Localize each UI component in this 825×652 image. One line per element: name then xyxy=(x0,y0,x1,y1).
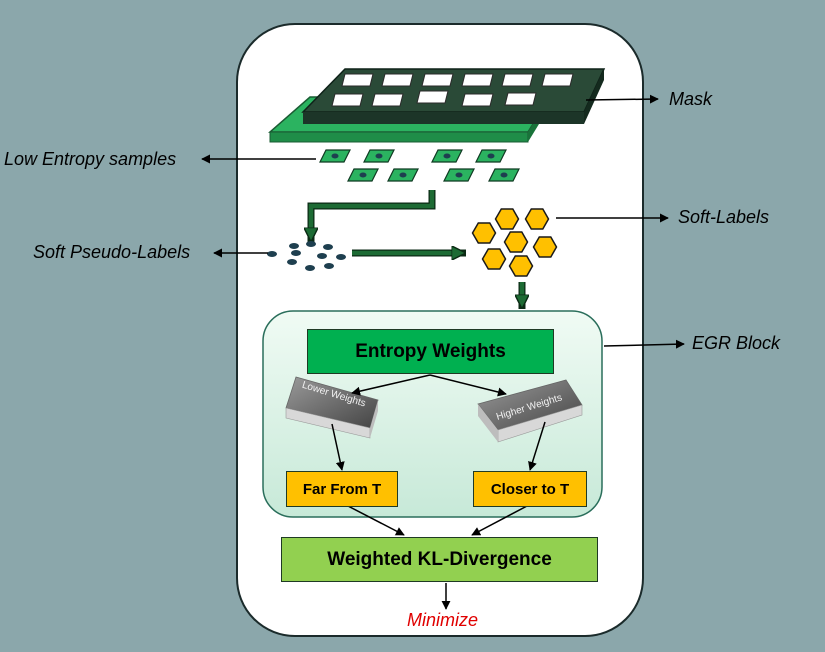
egr-block-label: EGR Block xyxy=(692,333,781,353)
soft-label-hexagons xyxy=(471,208,558,277)
mask-square-icon xyxy=(421,73,454,87)
hexagon-icon xyxy=(508,255,534,277)
hexagon-icon xyxy=(471,222,497,244)
soft-pseudo-label: Soft Pseudo-Labels xyxy=(33,242,191,262)
mask-square-icon xyxy=(341,73,374,87)
pseudo-dot-icon xyxy=(306,241,316,247)
mask-square-icon xyxy=(381,73,414,87)
hexagon-icon xyxy=(532,236,558,258)
pseudo-dot-icon xyxy=(305,265,315,271)
mask-square-icon xyxy=(504,92,537,106)
sample-dot-icon xyxy=(443,153,451,159)
hexagon-icon xyxy=(494,208,520,230)
pseudo-dot-icon xyxy=(323,244,333,250)
lower-to-far-arrow xyxy=(331,423,345,471)
mask-square-icon xyxy=(461,73,494,87)
entropy-to-higher-arrow xyxy=(429,374,507,397)
pseudo-dot-icon xyxy=(289,243,299,249)
pseudo-dot-icon xyxy=(291,250,301,256)
mask-square-icon xyxy=(501,73,534,87)
sample-dot-icon xyxy=(500,172,508,178)
mask-square-icon xyxy=(541,73,574,87)
soft-labels-label: Soft-Labels xyxy=(678,207,770,227)
mask-square-icon xyxy=(461,93,494,107)
closer-to-t-box: Closer to T xyxy=(473,471,587,507)
sample-dot-icon xyxy=(375,153,383,159)
entropy-weights-box: Entropy Weights xyxy=(307,329,554,374)
hexagon-icon xyxy=(524,208,550,230)
kl-divergence-box: Weighted KL-Divergence xyxy=(281,537,598,582)
pseudo-label-dots xyxy=(267,241,346,271)
mask-arrow xyxy=(585,94,659,104)
entropy-to-lower-arrow xyxy=(351,374,431,396)
sample-dot-icon xyxy=(399,172,407,178)
higher-to-closer-arrow xyxy=(528,421,546,471)
hexagon-icon xyxy=(481,248,507,270)
far-from-t-box: Far From T xyxy=(286,471,398,507)
low-entropy-chips xyxy=(319,149,520,182)
far-to-kl-arrow xyxy=(347,505,405,536)
egr-arrow xyxy=(603,339,685,349)
closer-to-kl-arrow xyxy=(471,505,528,536)
mask-square-icon xyxy=(331,93,364,107)
sample-dot-icon xyxy=(455,172,463,178)
sample-dot-icon xyxy=(359,172,367,178)
pseudo-dot-icon xyxy=(287,259,297,265)
pseudo-dot-icon xyxy=(317,253,327,259)
higher-weights-chip-icon: Higher Weights xyxy=(477,379,583,443)
mask-label: Mask xyxy=(669,89,713,109)
sample-dot-icon xyxy=(487,153,495,159)
mask-squares xyxy=(331,73,574,107)
pseudo-dot-icon xyxy=(324,263,334,269)
sample-dot-icon xyxy=(331,153,339,159)
low-entropy-label: Low Entropy samples xyxy=(4,149,177,169)
mask-square-icon xyxy=(371,93,404,107)
pseudo-dot-icon xyxy=(267,251,277,257)
mask-square-icon xyxy=(416,90,449,104)
pseudo-dot-icon xyxy=(336,254,346,260)
minimize-label: Minimize xyxy=(407,610,479,630)
hexagon-icon xyxy=(503,231,529,253)
